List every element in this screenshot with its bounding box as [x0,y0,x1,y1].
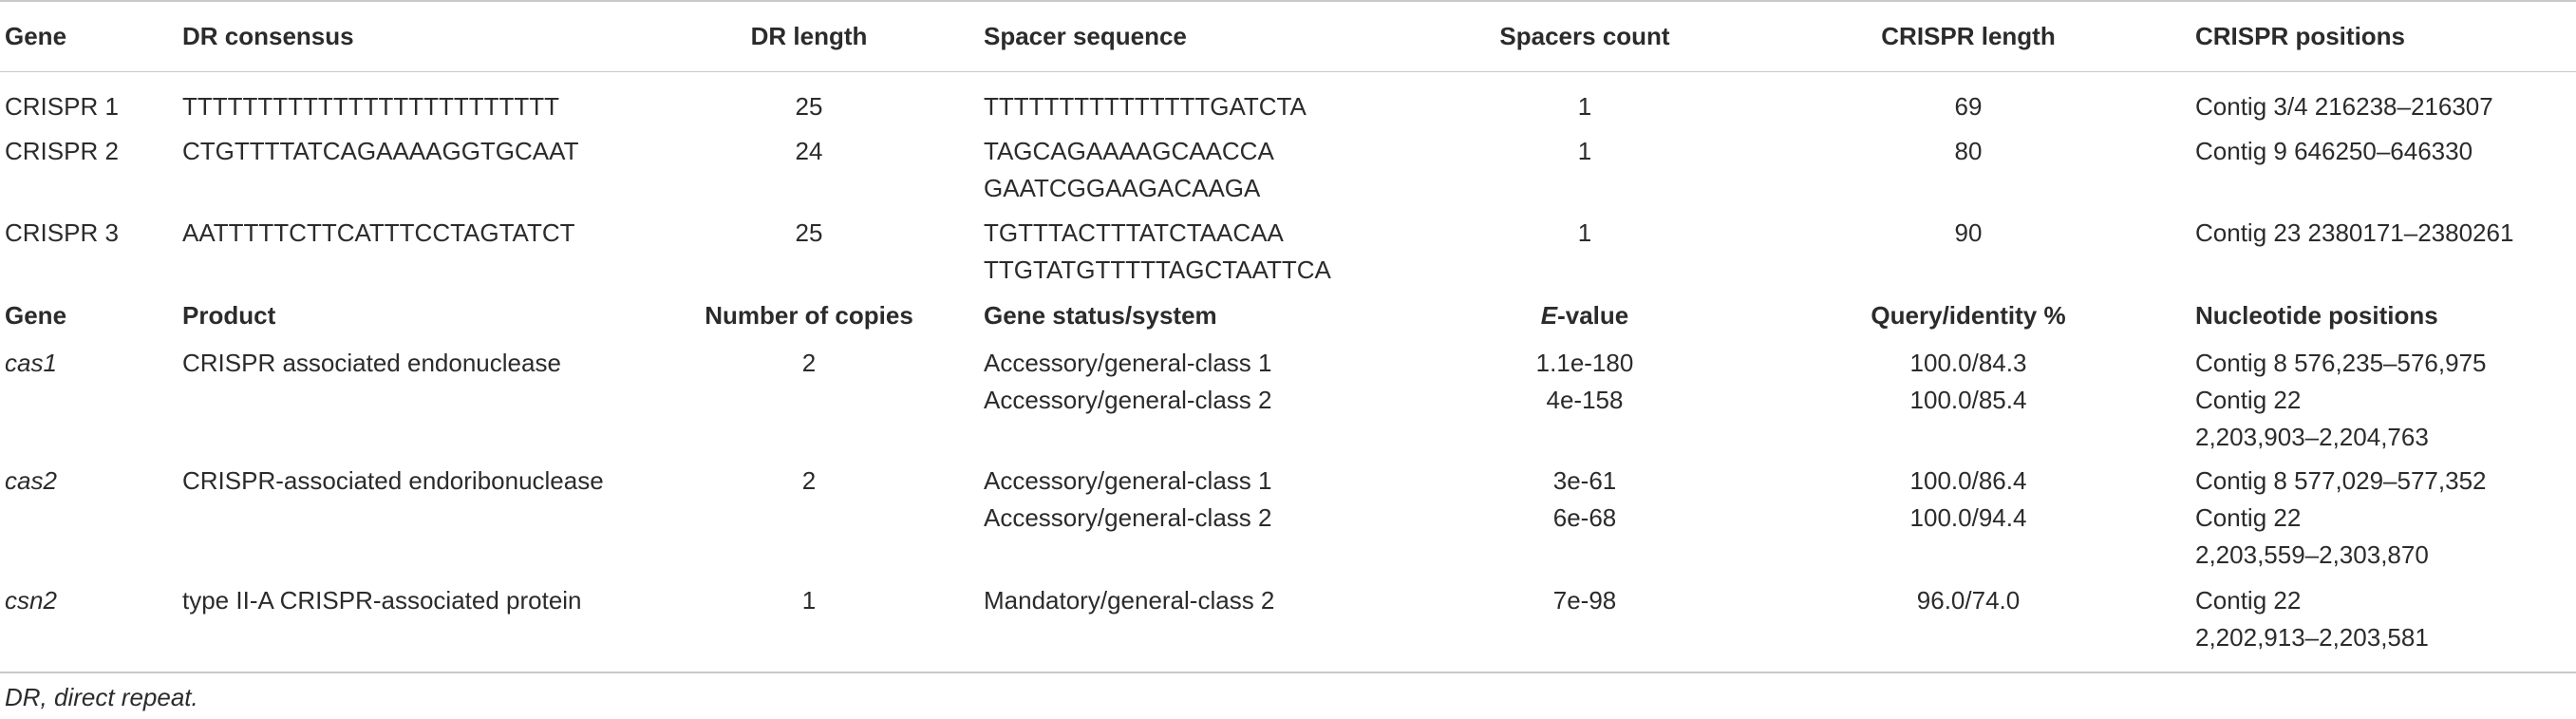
col-header-query-identity: Query/identity % [1871,301,2066,330]
gene-status-1: Accessory/general-class 1 [984,466,1272,495]
crispr-dr-length: 25 [795,218,823,247]
gene-copies: 2 [801,349,817,377]
col-header-dr-length: DR length [750,22,868,50]
col-header-spacer-sequence: Spacer sequence [984,22,1187,50]
crispr-dr-consensus: AATTTTTCTTCATTTCCTAGTATCT [182,218,575,247]
crispr-positions: Contig 9 646250–646330 [2195,137,2473,165]
table-top-rule [0,0,2576,2]
crispr-spacers-count: 1 [1577,137,1592,165]
col-header-product: Product [182,301,276,330]
header-rule [0,71,2576,72]
gene-copies: 1 [801,586,817,615]
crispr-spacer-sequence-line1: TGTTTACTTTATCTAACAA [984,218,1284,247]
crispr-spacer-sequence: TTTTTTTTTTTTTTTGATCTA [984,92,1307,121]
gene-evalue-2: 4e-158 [1546,386,1624,414]
crispr-spacer-sequence-line2: GAATCGGAAGACAAGA [984,174,1261,202]
gene-product: CRISPR associated endonuclease [182,349,561,377]
gene-positions-2-line1: Contig 22 [2195,503,2302,532]
gene-copies: 2 [801,466,817,495]
gene-query-identity-2: 100.0/94.4 [1909,503,2027,532]
col-header-crispr-positions: CRISPR positions [2195,22,2406,50]
crispr-dr-length: 25 [795,92,823,121]
gene-name: cas1 [5,349,57,377]
crispr-spacer-sequence-line2: TTGTATGTTTTTAGCTAATTCA [984,255,1331,284]
gene-positions-1-line2: 2,202,913–2,203,581 [2195,623,2429,652]
gene-query-identity-1: 100.0/84.3 [1909,349,2027,377]
crispr-dr-length: 24 [795,137,823,165]
gene-product: CRISPR-associated endoribonuclease [182,466,604,495]
crispr-gene: CRISPR 3 [5,218,119,247]
col-header-nucleotide-positions: Nucleotide positions [2195,301,2438,330]
gene-status-1: Mandatory/general-class 2 [984,586,1275,615]
crispr-spacer-sequence-line1: TAGCAGAAAAGCAACCA [984,137,1274,165]
crispr-length: 80 [1954,137,1983,165]
table-footnote: DR, direct repeat. [5,683,198,711]
crispr-dr-consensus: TTTTTTTTTTTTTTTTTTTTTTTTT [182,92,560,121]
gene-product: type II-A CRISPR-associated protein [182,586,582,615]
gene-evalue-1: 7e-98 [1552,586,1617,615]
gene-positions-1-line1: Contig 22 [2195,586,2302,615]
gene-status-2: Accessory/general-class 2 [984,386,1272,414]
gene-query-identity-2: 100.0/85.4 [1909,386,2027,414]
gene-positions-2-line2: 2,203,903–2,204,763 [2195,423,2429,451]
crispr-gene: CRISPR 2 [5,137,119,165]
crispr-length: 90 [1954,218,1983,247]
crispr-length: 69 [1954,92,1983,121]
crispr-positions: Contig 23 2380171–2380261 [2195,218,2514,247]
crispr-spacers-count: 1 [1577,218,1592,247]
table-bottom-rule [0,672,2576,673]
col-header-crispr-length: CRISPR length [1881,22,2056,50]
gene-name: csn2 [5,586,57,615]
gene-evalue-1: 3e-61 [1552,466,1617,495]
gene-positions-2-line2: 2,203,559–2,303,870 [2195,540,2429,569]
e-value-suffix: -value [1557,301,1629,330]
crispr-dr-consensus: CTGTTTTATCAGAAAAGGTGCAAT [182,137,579,165]
gene-evalue-2: 6e-68 [1552,503,1617,532]
col-header-gene: Gene [5,22,67,50]
crispr-positions: Contig 3/4 216238–216307 [2195,92,2493,121]
crispr-gene: CRISPR 1 [5,92,119,121]
col-header-dr-consensus: DR consensus [182,22,354,50]
col-header-gene: Gene [5,301,67,330]
col-header-e-value: E-value [1541,300,1629,332]
col-header-spacers-count: Spacers count [1499,22,1670,50]
gene-query-identity-1: 96.0/74.0 [1916,586,2021,615]
gene-query-identity-1: 100.0/86.4 [1909,466,2027,495]
gene-status-1: Accessory/general-class 1 [984,349,1272,377]
gene-positions-2-line1: Contig 22 [2195,386,2302,414]
crispr-spacers-count: 1 [1577,92,1592,121]
gene-positions-1: Contig 8 576,235–576,975 [2195,349,2487,377]
gene-name: cas2 [5,466,57,495]
col-header-number-of-copies: Number of copies [705,301,913,330]
gene-positions-1: Contig 8 577,029–577,352 [2195,466,2487,495]
e-value-italic-e: E [1540,301,1558,330]
col-header-gene-status: Gene status/system [984,301,1217,330]
gene-evalue-1: 1.1e-180 [1535,349,1634,377]
gene-status-2: Accessory/general-class 2 [984,503,1272,532]
